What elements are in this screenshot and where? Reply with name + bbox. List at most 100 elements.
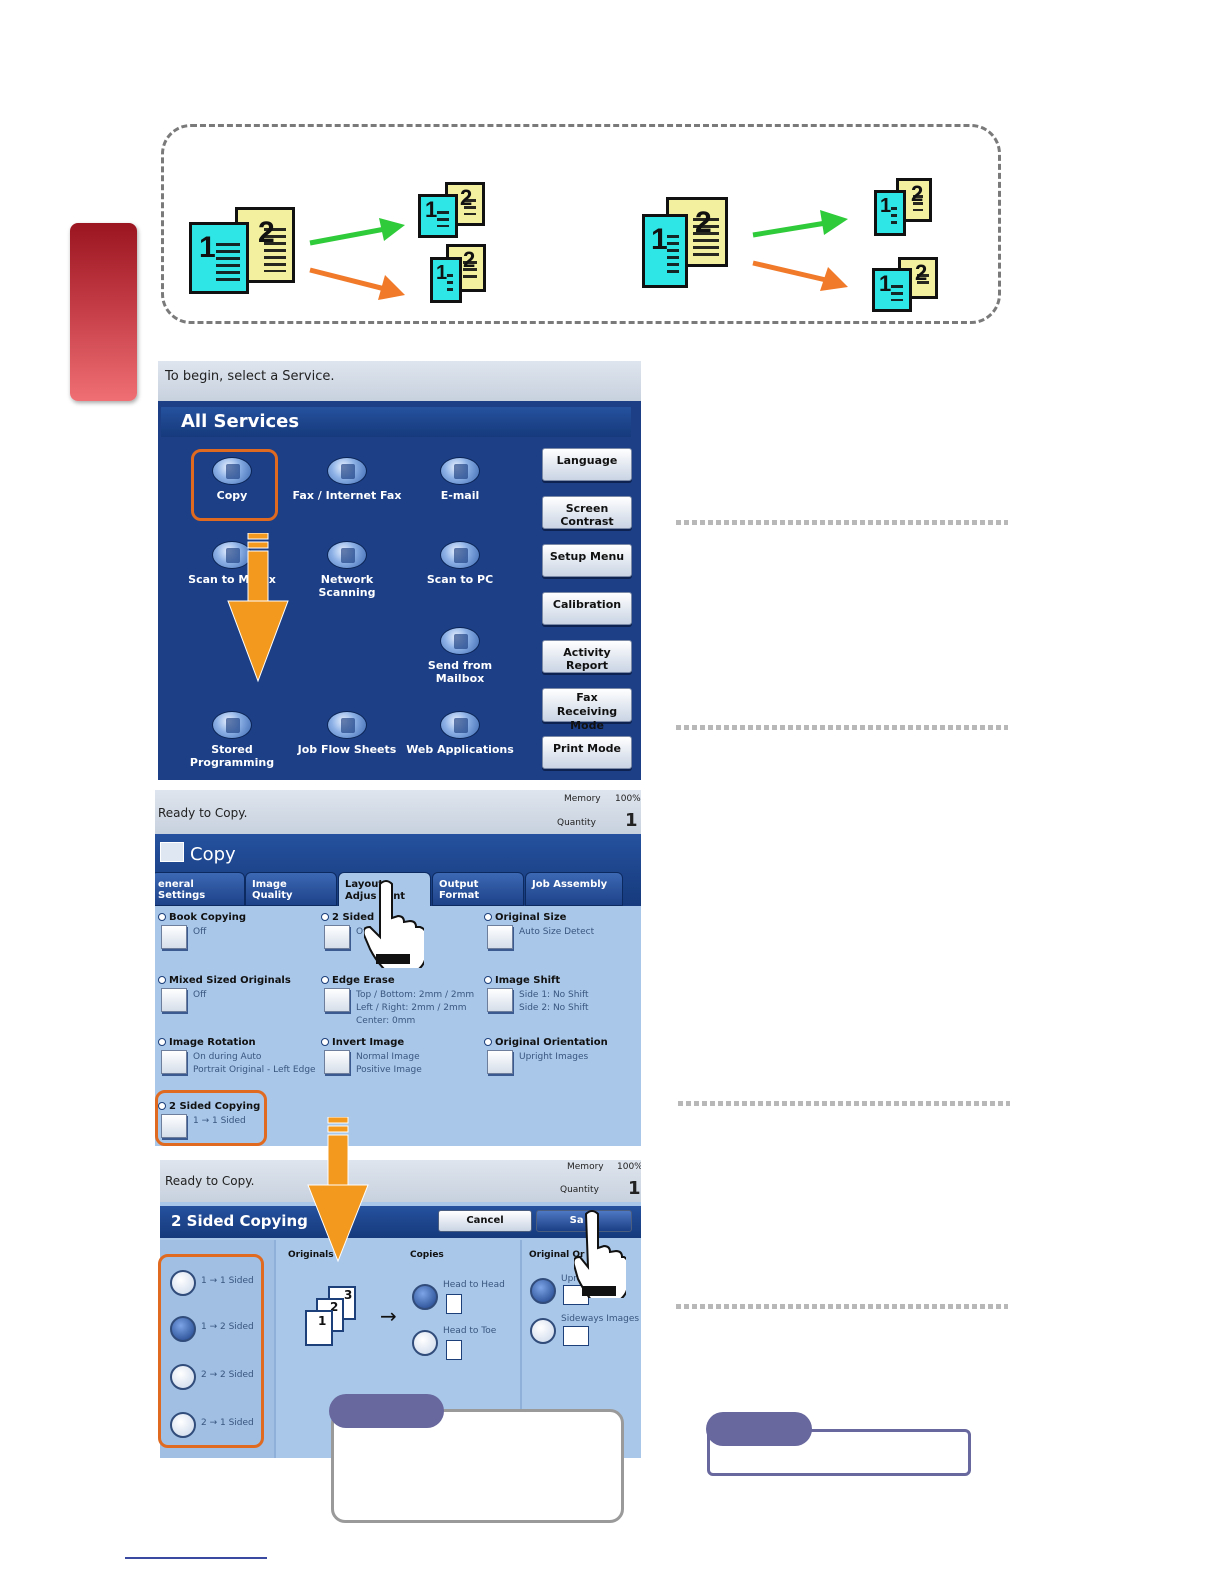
tab-image-quality[interactable]: Image Quality xyxy=(245,872,337,906)
tab-layout-line1: Layout xyxy=(345,879,384,890)
feature-button[interactable] xyxy=(161,1050,187,1074)
two-sided-status-bar: Ready to Copy. Memory 100% Quantity 1 xyxy=(160,1160,641,1202)
memory-value: 100% xyxy=(615,794,641,804)
source-page-1: 1 xyxy=(189,222,249,294)
feature-button[interactable] xyxy=(161,1114,187,1138)
tab-output-format[interactable]: Output Format xyxy=(432,872,524,906)
down-arrow-2 xyxy=(307,1117,369,1263)
email-icon xyxy=(440,457,480,485)
feature-original-size[interactable]: Original Size Auto Size Detect xyxy=(484,912,594,949)
print-mode-button[interactable]: Print Mode xyxy=(542,736,632,769)
service-copy[interactable]: Copy xyxy=(177,457,287,502)
head-to-head-icon xyxy=(446,1294,462,1314)
service-fax[interactable]: Fax / Internet Fax xyxy=(292,457,402,502)
originals-label: Originals xyxy=(288,1250,334,1260)
status-message: To begin, select a Service. xyxy=(158,361,641,401)
head-to-toe-icon xyxy=(446,1340,462,1360)
setup-menu-button[interactable]: Setup Menu xyxy=(542,544,632,577)
copy-status-bar: Ready to Copy. Memory 100% Quantity 1 xyxy=(155,790,641,834)
options-highlight xyxy=(158,1254,264,1448)
feature-button[interactable] xyxy=(324,1050,350,1074)
radio-icon xyxy=(321,913,329,921)
radio-icon xyxy=(321,976,329,984)
service-stored-programming[interactable]: Stored Programming xyxy=(172,711,292,769)
memory-value: 100% xyxy=(617,1162,641,1172)
original-page-1-icon: 1 xyxy=(305,1310,333,1346)
hand-pointer-icon xyxy=(364,880,424,968)
all-services-title: All Services xyxy=(161,407,631,437)
memory-label: Memory xyxy=(567,1162,604,1172)
diagram-arrows-right xyxy=(752,210,848,291)
scan-mailbox-icon xyxy=(212,541,252,569)
feature-button[interactable] xyxy=(324,925,350,949)
quantity-value: 1 xyxy=(628,1178,641,1199)
activity-report-button[interactable]: Activity Report xyxy=(542,640,632,673)
service-send-from-mailbox[interactable]: Send from Mailbox xyxy=(405,627,515,685)
feature-book-copying[interactable]: Book Copying Off xyxy=(158,912,246,949)
tab-general-settings[interactable]: eneral Settings xyxy=(155,872,245,906)
copy-highlight xyxy=(191,449,278,521)
duplex-source-page-1: 1 xyxy=(642,214,688,288)
separator xyxy=(676,1304,1008,1309)
copy-icon xyxy=(160,842,184,862)
fax-receiving-mode-button[interactable]: Fax Receiving Mode xyxy=(542,688,632,732)
feature-button[interactable] xyxy=(487,925,513,949)
radio-icon xyxy=(484,913,492,921)
service-job-flow-sheets[interactable]: Job Flow Sheets xyxy=(292,711,402,756)
result-bottom-page-1: 1 xyxy=(430,257,462,303)
radio-icon xyxy=(158,976,166,984)
feature-2-sided-copying[interactable]: 2 Sided Copying 1 → 1 Sided xyxy=(158,1101,260,1138)
quantity-label: Quantity xyxy=(557,818,596,828)
feature-original-orientation[interactable]: Original Orientation Upright Images xyxy=(484,1037,608,1074)
tab-job-assembly[interactable]: Job Assembly xyxy=(525,872,623,906)
original-orientation-label: Original Or xyxy=(529,1250,585,1260)
two-sided-copying-screen: Ready to Copy. Memory 100% Quantity 1 2 … xyxy=(160,1160,641,1458)
down-arrow-1 xyxy=(227,533,289,683)
radio-selected-icon xyxy=(412,1284,438,1310)
fax-receiving-mode-line2: Receiving Mode xyxy=(556,705,618,732)
memory-label: Memory xyxy=(564,794,601,804)
cancel-button[interactable]: Cancel xyxy=(438,1210,532,1232)
radio-icon xyxy=(158,1038,166,1046)
calibration-button[interactable]: Calibration xyxy=(542,592,632,625)
copies-label: Copies xyxy=(410,1250,444,1260)
hand-pointer-save-icon xyxy=(574,1210,626,1298)
copy-icon xyxy=(212,457,252,485)
service-network-scanning[interactable]: Network Scanning xyxy=(292,541,402,599)
feature-button[interactable] xyxy=(161,925,187,949)
sideways-images-icon xyxy=(563,1326,589,1346)
feature-mixed-sized-originals[interactable]: Mixed Sized Originals Off xyxy=(158,975,291,1012)
footer-rule xyxy=(125,1557,267,1559)
feature-button[interactable] xyxy=(487,988,513,1012)
feature-2-sided[interactable]: 2 Sided Off xyxy=(321,912,374,949)
radio-icon xyxy=(170,1270,196,1296)
two-sided-copying-highlight xyxy=(155,1090,267,1146)
radio-icon xyxy=(158,1102,166,1110)
feature-button[interactable] xyxy=(324,988,350,1012)
feature-button[interactable] xyxy=(487,1050,513,1074)
radio-icon xyxy=(321,1038,329,1046)
service-web-applications[interactable]: Web Applications xyxy=(405,711,515,756)
stored-programming-icon xyxy=(212,711,252,739)
separator xyxy=(676,725,1008,730)
all-services-screen: To begin, select a Service. All Services… xyxy=(158,361,641,780)
arrow-right-icon: → xyxy=(380,1304,397,1328)
fax-receiving-mode-line1: Fax xyxy=(576,691,598,704)
radio-icon xyxy=(484,1038,492,1046)
duplex-diagram-frame xyxy=(161,124,1001,324)
separator xyxy=(676,520,1008,525)
feature-button[interactable] xyxy=(161,988,187,1012)
language-button[interactable]: Language xyxy=(542,448,632,481)
service-email[interactable]: E-mail xyxy=(405,457,515,502)
service-scan-to-pc[interactable]: Scan to PC xyxy=(405,541,515,586)
tip-callout-box xyxy=(707,1429,971,1476)
separator xyxy=(678,1101,1010,1106)
fax-icon xyxy=(327,457,367,485)
screen-contrast-button[interactable]: Screen Contrast xyxy=(542,496,632,529)
